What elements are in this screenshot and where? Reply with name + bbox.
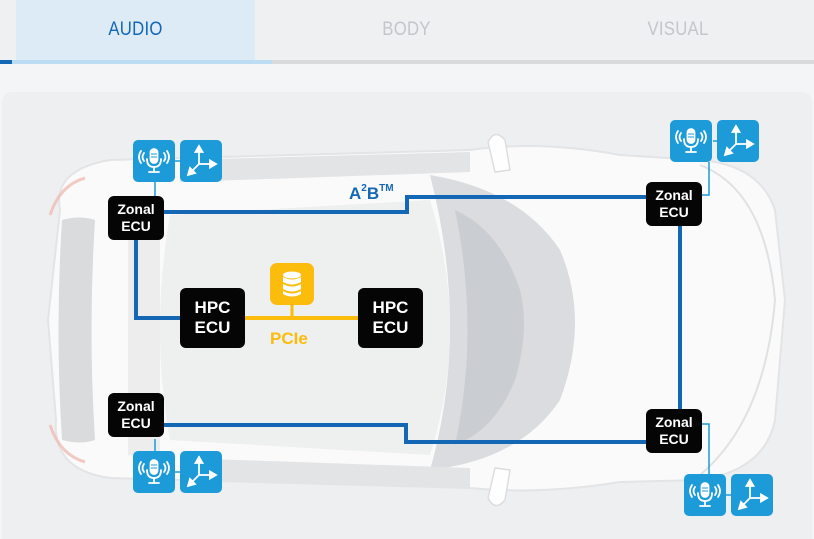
database-icon <box>283 271 301 297</box>
axis-accelerometer-icon <box>737 478 769 511</box>
ecu-label: Zonal <box>655 187 693 203</box>
pcie-bus-label: PCIe <box>270 329 308 348</box>
ecu-label: Zonal <box>655 414 693 430</box>
a2b-line-bottom <box>164 423 648 444</box>
a2b-line-left <box>134 240 180 320</box>
a2b-bus <box>134 195 682 444</box>
ecu-label: Zonal <box>117 398 155 414</box>
microphone-icon <box>138 148 170 173</box>
tab-indicator-accent <box>0 60 12 64</box>
ecu-label: ECU <box>121 415 151 431</box>
accelerometer-sensor-tile[interactable] <box>731 474 773 516</box>
microphone-icon <box>675 128 707 153</box>
car-silhouette <box>46 133 787 507</box>
storage-tile[interactable] <box>270 263 314 305</box>
ecu-label: HPC <box>194 298 231 317</box>
ecu-label: Zonal <box>117 201 155 217</box>
ecu-label: ECU <box>659 431 689 447</box>
tab-visual[interactable]: VISUAL <box>647 19 709 40</box>
tab-indicator-active <box>0 60 272 64</box>
tab-audio[interactable]: AUDIO <box>16 0 255 60</box>
ecu-label: ECU <box>659 204 689 220</box>
axis-accelerometer-icon <box>723 124 755 157</box>
ecu-label: HPC <box>372 298 409 317</box>
mirror-bottom <box>487 467 511 507</box>
axis-accelerometer-icon <box>186 144 218 177</box>
microphone-sensor-tile[interactable] <box>133 140 175 182</box>
tab-indicator-track <box>0 60 814 64</box>
accelerometer-sensor-tile[interactable] <box>180 140 222 182</box>
microphone-icon <box>689 482 721 507</box>
accelerometer-sensor-tile[interactable] <box>180 451 222 493</box>
microphone-sensor-tile[interactable] <box>670 120 712 162</box>
accelerometer-sensor-tile[interactable] <box>717 120 759 162</box>
ecu-label: ECU <box>194 318 231 337</box>
microphone-icon <box>138 459 170 484</box>
ecu-label: ECU <box>121 218 151 234</box>
a2b-bus-label: A2BTM <box>349 183 394 203</box>
pcie-bus <box>245 305 358 320</box>
a2b-line-top <box>164 195 648 214</box>
microphone-sensor-tile[interactable] <box>133 451 175 493</box>
tab-bar: AUDIO BODY VISUAL <box>0 0 814 64</box>
microphone-sensor-tile[interactable] <box>684 474 726 516</box>
axis-accelerometer-icon <box>186 455 218 488</box>
mirror-top <box>487 133 511 173</box>
tab-body[interactable]: BODY <box>382 19 431 40</box>
ecu-label: ECU <box>372 318 409 337</box>
